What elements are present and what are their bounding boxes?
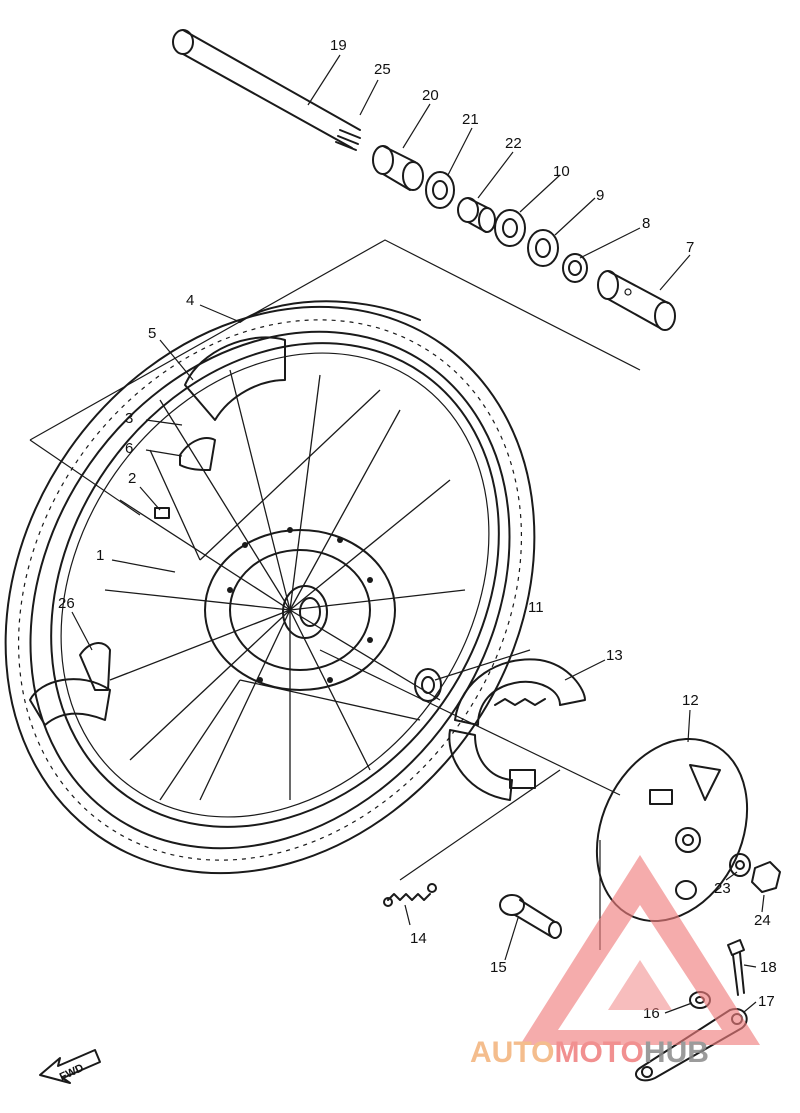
brake-shoes xyxy=(448,658,586,801)
bearing-11 xyxy=(414,668,442,702)
callout-7: 7 xyxy=(686,239,694,256)
callout-3: 3 xyxy=(125,410,133,427)
callout-13: 13 xyxy=(606,647,623,664)
hub xyxy=(204,527,396,691)
tire-cutaway-top xyxy=(179,300,421,471)
callout-26: 26 xyxy=(58,595,75,612)
callout-18: 18 xyxy=(760,959,777,976)
watermark-moto: MOTO xyxy=(554,1036,643,1069)
leader-lines xyxy=(71,54,765,1014)
dust-seal xyxy=(562,253,588,283)
callout-11: 11 xyxy=(528,599,544,616)
callout-24: 24 xyxy=(754,912,771,929)
axle-shaft xyxy=(172,29,361,151)
callout-labels: 1 2 3 4 5 6 7 8 9 10 11 12 13 14 15 16 1… xyxy=(58,37,777,1022)
fwd-arrow: FWD xyxy=(39,1049,101,1084)
spokes xyxy=(104,369,466,801)
watermark-auto: AUTO xyxy=(470,1036,554,1069)
callout-23: 23 xyxy=(714,880,731,897)
callout-21: 21 xyxy=(462,111,479,128)
callout-2: 2 xyxy=(128,470,136,487)
callout-12: 12 xyxy=(682,692,699,709)
rim xyxy=(50,342,500,828)
bearing-9 xyxy=(527,229,559,267)
oil-seal xyxy=(425,171,455,209)
outer-spacer xyxy=(597,270,676,331)
brake-cam xyxy=(499,894,562,939)
callout-19: 19 xyxy=(330,37,347,54)
return-spring xyxy=(383,883,437,907)
tire-cutaway-bottom xyxy=(29,642,111,726)
axle-spacer xyxy=(372,145,424,191)
callout-1: 1 xyxy=(96,547,104,564)
washer-23 xyxy=(729,853,751,877)
callout-20: 20 xyxy=(422,87,439,104)
watermark-logo: AUTOMOTOHUB xyxy=(470,855,760,1069)
callout-17: 17 xyxy=(758,993,775,1010)
collar xyxy=(457,197,496,233)
callout-8: 8 xyxy=(642,215,650,232)
callout-15: 15 xyxy=(490,959,507,976)
watermark-hub: HUB xyxy=(644,1036,709,1069)
callout-9: 9 xyxy=(596,187,604,204)
axle-nut xyxy=(751,861,781,893)
cam-lever-bolt xyxy=(727,939,745,996)
assembly-guide-lines xyxy=(29,239,641,950)
callout-4: 4 xyxy=(186,292,194,309)
callout-10: 10 xyxy=(553,163,570,180)
callout-5: 5 xyxy=(148,325,156,342)
bearing-10 xyxy=(494,209,526,247)
watermark-triangle-icon xyxy=(520,855,760,1045)
callout-22: 22 xyxy=(505,135,522,152)
callout-25: 25 xyxy=(374,61,391,78)
svg-text:AUTOMOTOHUB: AUTOMOTOHUB xyxy=(470,1036,709,1069)
callout-14: 14 xyxy=(410,930,427,947)
spoke-nipple xyxy=(154,507,170,519)
tire xyxy=(4,305,536,875)
callout-6: 6 xyxy=(125,440,133,457)
